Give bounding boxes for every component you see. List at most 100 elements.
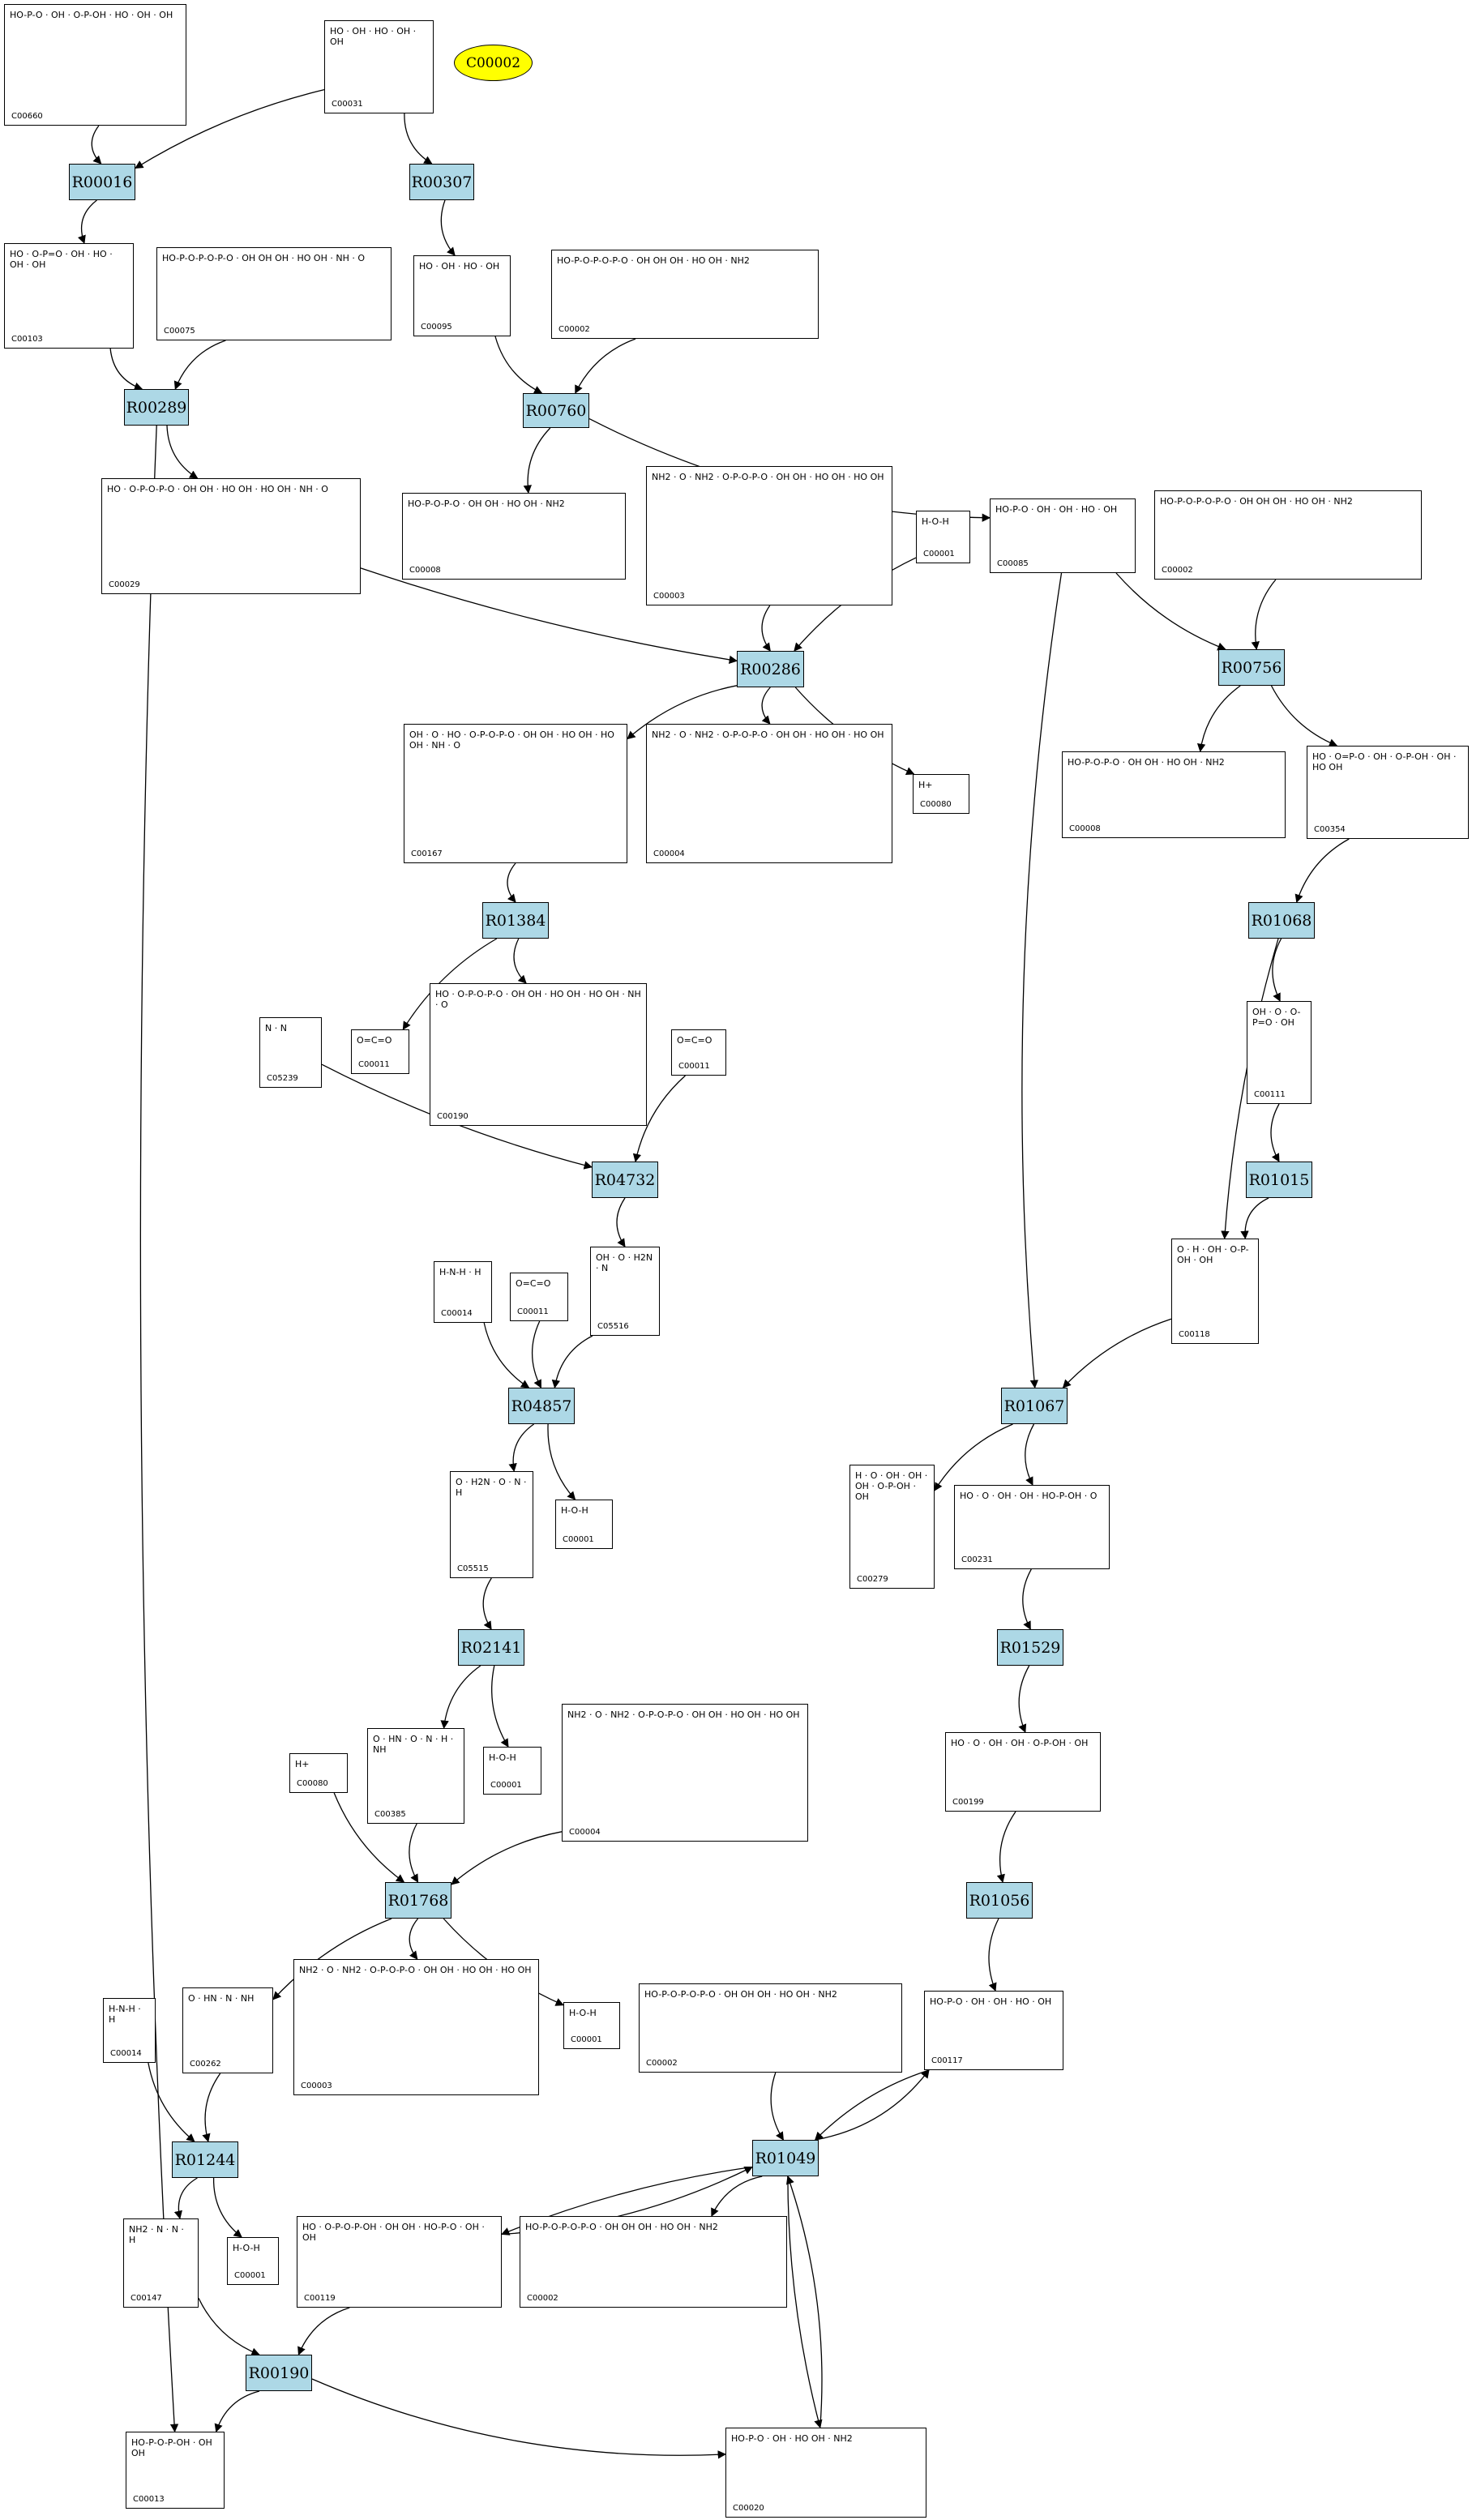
edge-arrow <box>483 1322 530 1388</box>
compound-structure: H-N-H · H <box>439 1267 481 1277</box>
reaction-node[interactable]: R00760 <box>523 393 589 428</box>
edge-arrow <box>166 425 199 479</box>
reaction-node[interactable]: R01244 <box>172 2141 238 2178</box>
compound-node[interactable]: OH · O · HO · O-P-O-P-O · OH OH · HO OH … <box>404 724 627 863</box>
edge-arrow <box>1021 572 1063 1389</box>
reaction-node[interactable]: R01768 <box>385 1882 451 1919</box>
reaction-node[interactable]: R04732 <box>592 1162 658 1198</box>
edge-arrow <box>360 567 738 664</box>
reaction-node[interactable]: R01529 <box>997 1629 1063 1666</box>
compound-structure: NH2 · O · NH2 · O-P-O-P-O · OH OH · HO O… <box>567 1709 800 1720</box>
reaction-node[interactable]: R00756 <box>1218 649 1285 686</box>
edge-arrow <box>507 862 516 903</box>
highlight-compound-oval[interactable]: C00002 <box>454 45 533 81</box>
reaction-node[interactable]: R01056 <box>966 1882 1033 1919</box>
compound-node[interactable]: HO-P-O-P-O-P-O · OH OH OH · HO OH · NH ·… <box>156 247 392 340</box>
reaction-node[interactable]: R00307 <box>409 164 474 200</box>
compound-id-label: C00119 <box>304 2294 336 2303</box>
edge-arrow <box>440 1665 481 1730</box>
compound-structure: HO-P-O-P-O-P-O · OH OH OH · HO OH · NH2 <box>525 2222 718 2232</box>
edge-arrow <box>404 113 433 165</box>
compound-node[interactable]: H+C00080 <box>913 774 969 814</box>
edge-arrow <box>139 425 179 2433</box>
compound-node[interactable]: NH2 · O · NH2 · O-P-O-P-O · OH OH · HO O… <box>646 466 892 605</box>
reaction-node[interactable]: R00190 <box>246 2355 312 2391</box>
compound-structure: O=C=O <box>516 1278 551 1289</box>
compound-node[interactable]: NH2 · O · NH2 · O-P-O-P-O · OH OH · HO O… <box>646 724 892 863</box>
compound-node[interactable]: HO · O-P-O-P-OH · OH OH · HO-P-O · OH · … <box>297 2216 502 2308</box>
compound-node[interactable]: NH2 · O · NH2 · O-P-O-P-O · OH OH · HO O… <box>562 1704 808 1842</box>
compound-id-label: C00001 <box>234 2271 266 2280</box>
compound-id-label: C00103 <box>11 335 43 344</box>
compound-node[interactable]: HO · O-P-O-P-O · OH OH · HO OH · HO OH ·… <box>430 983 647 1126</box>
edge-arrow <box>815 2069 930 2141</box>
compound-structure: H-O-H <box>561 1505 588 1516</box>
edge-arrow <box>1270 685 1338 747</box>
reaction-node[interactable]: R04857 <box>508 1388 575 1424</box>
compound-structure: O · H · OH · O-P-OH · OH <box>1177 1244 1249 1265</box>
edge-arrow <box>1025 1423 1035 1486</box>
edge-arrow <box>761 605 771 652</box>
reaction-node[interactable]: R01067 <box>1001 1388 1068 1424</box>
reaction-node[interactable]: R01015 <box>1246 1162 1312 1198</box>
compound-id-label: C00002 <box>646 2059 678 2068</box>
reaction-node[interactable]: R00286 <box>737 651 804 687</box>
reaction-node[interactable]: R01068 <box>1248 902 1315 939</box>
reaction-node[interactable]: R01049 <box>752 2140 819 2176</box>
compound-id-label: C00002 <box>527 2294 558 2303</box>
compound-structure: H-N-H · H <box>109 2004 141 2025</box>
compound-node[interactable]: H+C00080 <box>289 1753 348 1793</box>
reaction-node[interactable]: R02141 <box>458 1629 524 1666</box>
compound-id-label: C00111 <box>1254 1090 1286 1099</box>
reaction-node[interactable]: R00289 <box>124 389 189 426</box>
edge-arrow <box>494 336 543 394</box>
reaction-node[interactable]: R01384 <box>482 902 549 939</box>
compound-structure: HO · O · OH · OH · HO-P-OH · O <box>960 1491 1098 1501</box>
compound-id-label: C00385 <box>374 1810 406 1819</box>
compound-node[interactable]: HO · O-P-O-P-O · OH OH · HO OH · HO OH ·… <box>101 478 361 594</box>
compound-id-label: C00008 <box>1069 824 1101 833</box>
compound-structure: HO-P-O-P-O-P-O · OH OH OH · HO OH · NH2 <box>1160 496 1353 507</box>
compound-id-label: C00002 <box>558 325 590 334</box>
edge-arrow <box>523 427 551 494</box>
compound-structure: HO-P-O-P-OH · OH OH <box>131 2437 212 2458</box>
reaction-node[interactable]: R00016 <box>69 164 135 200</box>
compound-node[interactable]: NH2 · O · NH2 · O-P-O-P-O · OH OH · HO O… <box>293 1959 539 2095</box>
